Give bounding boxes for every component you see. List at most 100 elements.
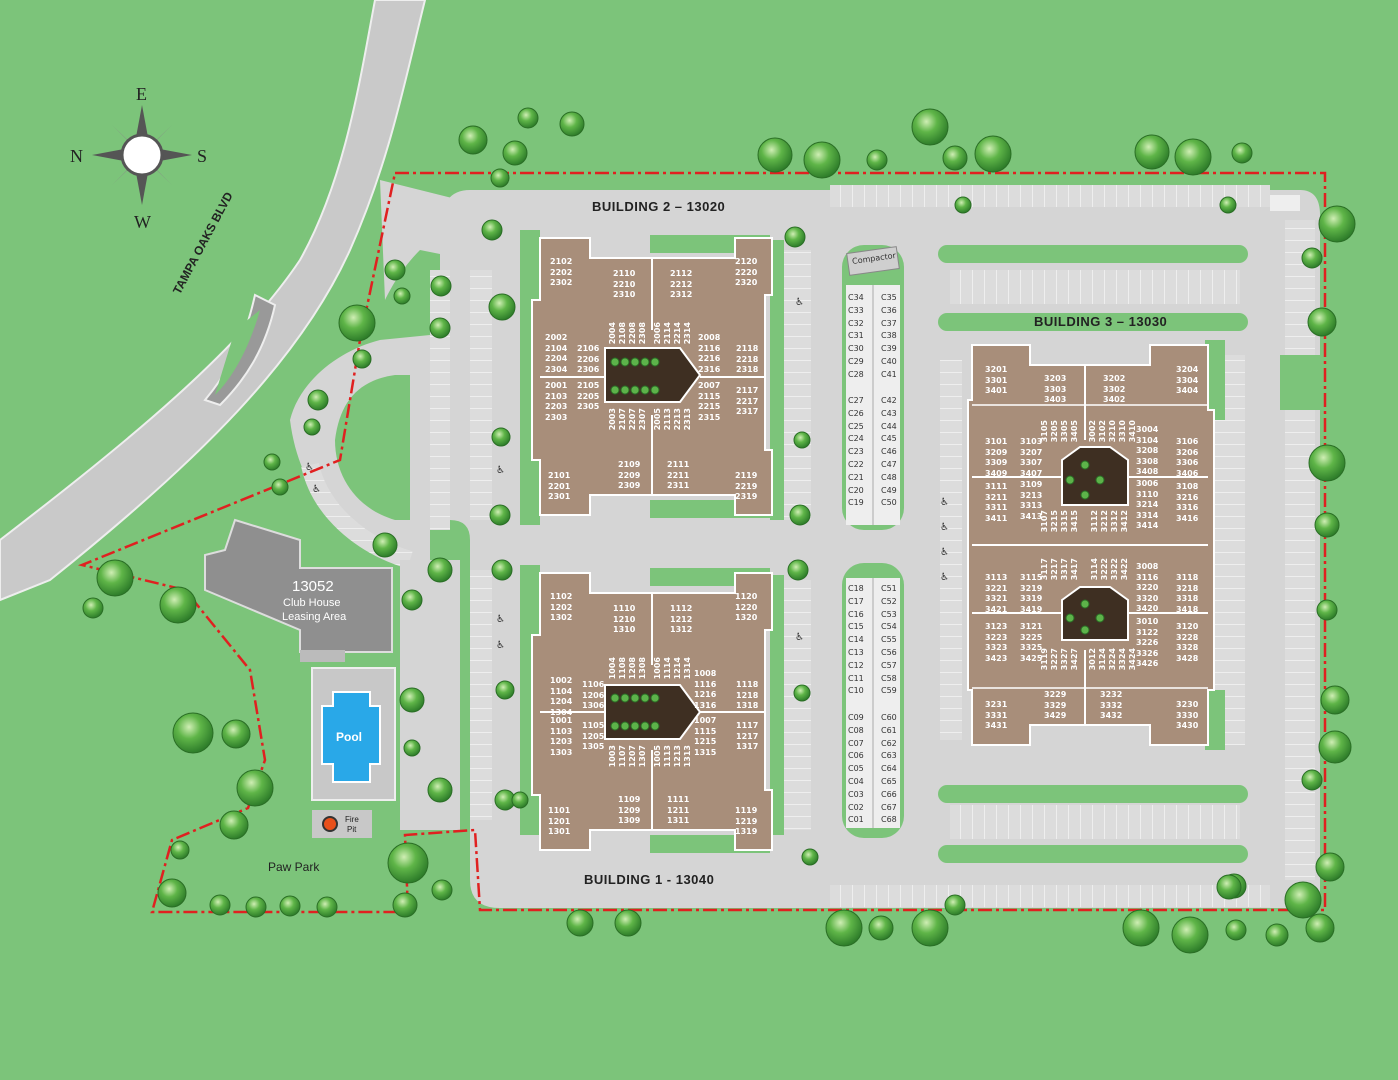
unit-number: 3222 [1100,558,1109,581]
unit-number: 3124 [1098,648,1107,671]
clubhouse-line1: Club House [283,597,341,609]
carport-label: C56 [881,648,897,657]
tree-icon [352,349,372,369]
unit-number: 2111 2211 2311 [667,460,690,490]
tampa-oaks-blvd-road [0,0,427,602]
carport-label: C34 [848,293,864,302]
carport-label: C20 [848,485,864,495]
tree-icon [384,259,406,281]
unit-number: 1106 1206 1306 [582,680,605,710]
carport-label: C33 [848,305,864,315]
carport-label: C51 [881,584,897,593]
unit-number: 3310 [1118,420,1127,443]
svg-text:♿: ♿ [496,465,505,476]
shrub-icon [630,357,640,367]
pool [321,691,381,783]
unit-number: 3002 [1088,420,1097,443]
tree-icon [403,739,421,757]
unit-number: 3204 3304 3404 [1176,365,1199,395]
unit-number: 3006 3110 3214 3314 3414 [1136,479,1159,530]
shrub-icon [650,385,660,395]
carport-label: C35 [881,293,897,302]
tree-icon [559,111,585,137]
unit-number: 3205 [1050,420,1059,443]
carport-label: C65 [881,777,897,786]
tree-icon [1216,874,1242,900]
shrub-icon [1065,613,1075,623]
carport-label: C19 [848,498,864,508]
svg-text:♿: ♿ [305,462,314,473]
unit-number: 3004 3104 3208 3308 3408 [1136,425,1159,476]
tree-icon [793,431,811,449]
unit-number: 3210 [1108,420,1117,443]
carport-label: C68 [881,815,897,825]
carport-label: C23 [848,447,864,457]
shrub-icon [1080,599,1090,609]
carport-label: C57 [881,660,897,670]
tree-icon [221,719,251,749]
unit-number: 3417 [1070,558,1079,581]
compass-west-label: W [134,212,151,232]
tree-icon [502,140,528,166]
shrub-icon [1095,613,1105,623]
tree-icon [801,848,819,866]
shrub-icon [610,721,620,731]
unit-number: 3422 [1120,558,1129,581]
unit-number: 2101 2201 2301 [548,471,571,501]
unit-number: 3109 3213 3313 3413 [1020,480,1043,521]
carport-label: C60 [881,713,897,722]
tree-icon [511,791,529,809]
property-boundary [77,171,1327,914]
unit-number: 2007 2115 2215 2315 [698,381,721,422]
unit-number: 1113 [663,745,672,768]
unit-number: 3410 [1128,420,1137,443]
unit-number: 3112 [1090,510,1099,533]
unit-number: 3012 [1088,648,1097,671]
carport-label: C66 [881,789,897,799]
compactor-pad [846,246,900,276]
unit-number: 3327 [1060,648,1069,671]
carport-label: C24 [848,434,864,444]
unit-number: 1120 1220 1320 [735,592,758,622]
tree-icon [303,418,321,436]
tree-icon [784,226,806,248]
tree-icon [1301,247,1323,269]
tree-icon [427,557,453,583]
tree-icon [172,712,214,754]
unit-number: 1112 1212 1312 [670,604,693,634]
unit-number: 1102 1202 1302 [550,592,573,622]
unit-number: 3405 [1070,420,1079,443]
shrub-icon [610,357,620,367]
carport-label: C02 [848,802,864,812]
svg-text:♿: ♿ [940,522,949,533]
unit-number: 3010 3122 3226 3326 3426 [1136,617,1159,668]
tree-icon [1315,852,1345,882]
svg-text:♿: ♿ [795,632,804,643]
unit-number: 3119 [1040,648,1049,671]
carport-label: C55 [881,635,897,645]
unit-number: 3230 3330 3430 [1176,700,1199,730]
tree-icon [1171,916,1209,954]
tree-icon [787,559,809,581]
unit-number: 3105 [1040,420,1049,443]
unit-number: 3107 [1040,510,1049,533]
tree-icon [399,687,425,713]
carport-label: C27 [848,396,864,405]
carport-label: C62 [881,738,897,748]
tree-icon [316,896,338,918]
shrub-icon [640,721,650,731]
tree-icon [236,769,274,807]
carport-label: C17 [848,596,864,606]
carport-label: C12 [848,660,864,670]
unit-number: 3415 [1070,510,1079,533]
shrub-icon [610,693,620,703]
tree-icon [1231,142,1253,164]
clubhouse-line2: Leasing Area [282,611,347,623]
shrub-icon [1080,460,1090,470]
fire-pit-line1: Fire [345,815,359,824]
unit-number: 2307 [638,408,647,431]
unit-number: 3101 3209 3309 3409 [985,437,1008,478]
unit-number: 2106 2206 2306 [577,344,600,374]
unit-number: 2003 [608,408,617,431]
